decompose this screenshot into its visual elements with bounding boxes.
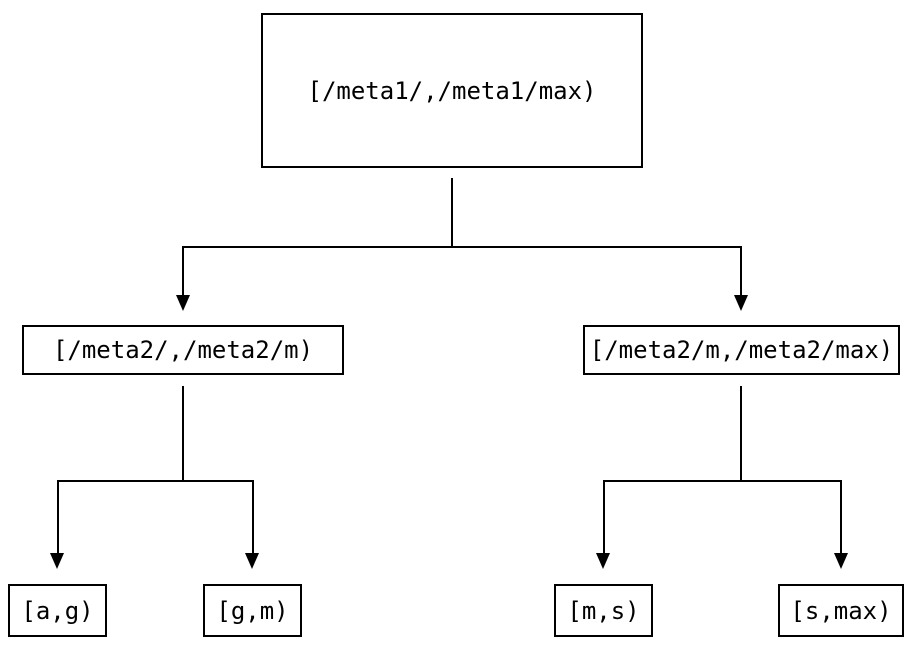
edge-meta2-right-rail-line: [603, 480, 842, 482]
tree-node-root: [/meta1/,/meta1/max): [261, 13, 643, 168]
edge-root-rail-line: [182, 246, 742, 248]
tree-node-meta2-right: [/meta2/m,/meta2/max): [583, 325, 900, 375]
tree-node-leaf-gm: [g,m): [203, 584, 302, 637]
tree-node-meta2-left: [/meta2/,/meta2/m): [22, 325, 344, 375]
edge-meta2-right-stem-line: [740, 386, 742, 482]
tree-node-meta2-left-label: [/meta2/,/meta2/m): [52, 336, 314, 364]
arrowhead-to-leaf-ag: [50, 553, 64, 569]
tree-node-meta2-right-label: [/meta2/m,/meta2/max): [589, 336, 894, 364]
edge-meta2-right-to-leaf-ms-line: [603, 480, 605, 553]
tree-node-leaf-gm-label: [g,m): [216, 596, 289, 625]
edge-root-to-meta2-left-line: [182, 246, 184, 295]
arrowhead-to-leaf-gm: [245, 553, 259, 569]
edge-meta2-left-rail-line: [57, 480, 254, 482]
tree-node-root-label: [/meta1/,/meta1/max): [307, 76, 597, 105]
arrowhead-to-leaf-smax: [834, 553, 848, 569]
edge-root-stem-line: [451, 178, 453, 248]
arrowhead-to-meta2-left: [176, 295, 190, 311]
edge-meta2-left-stem-line: [182, 386, 184, 482]
tree-node-leaf-ag-label: [a,g): [21, 596, 94, 625]
edge-meta2-right-to-leaf-smax-line: [840, 480, 842, 553]
edge-meta2-left-to-leaf-ag-line: [57, 480, 59, 553]
tree-node-leaf-ms-label: [m,s): [567, 596, 640, 625]
tree-node-leaf-smax-label: [s,max): [790, 596, 892, 625]
tree-node-leaf-smax: [s,max): [778, 584, 904, 637]
edge-root-to-meta2-right-line: [740, 246, 742, 295]
arrowhead-to-leaf-ms: [596, 553, 610, 569]
tree-node-leaf-ms: [m,s): [554, 584, 653, 637]
arrowhead-to-meta2-right: [734, 295, 748, 311]
tree-node-leaf-ag: [a,g): [8, 584, 107, 637]
edge-meta2-left-to-leaf-gm-line: [252, 480, 254, 553]
